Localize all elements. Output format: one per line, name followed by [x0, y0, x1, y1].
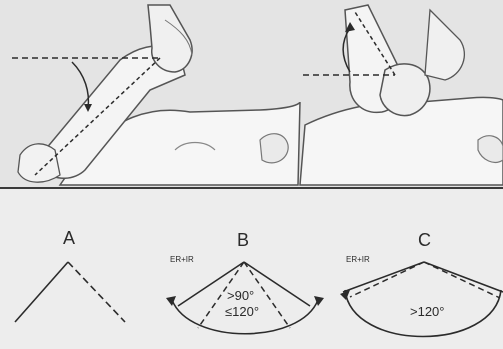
panel-b-tag: ER+IR [170, 255, 194, 264]
panel-b-range-high: >90° [227, 288, 254, 303]
panel-c-range: >120° [410, 304, 444, 319]
panel-c-tag: ER+IR [346, 255, 370, 264]
panel-b-range-low: ≤120° [225, 304, 259, 319]
panel-c-letter: C [418, 230, 431, 250]
diagram-background [0, 190, 503, 349]
panel-a-letter: A [63, 228, 75, 248]
panel-b-letter: B [237, 230, 249, 250]
